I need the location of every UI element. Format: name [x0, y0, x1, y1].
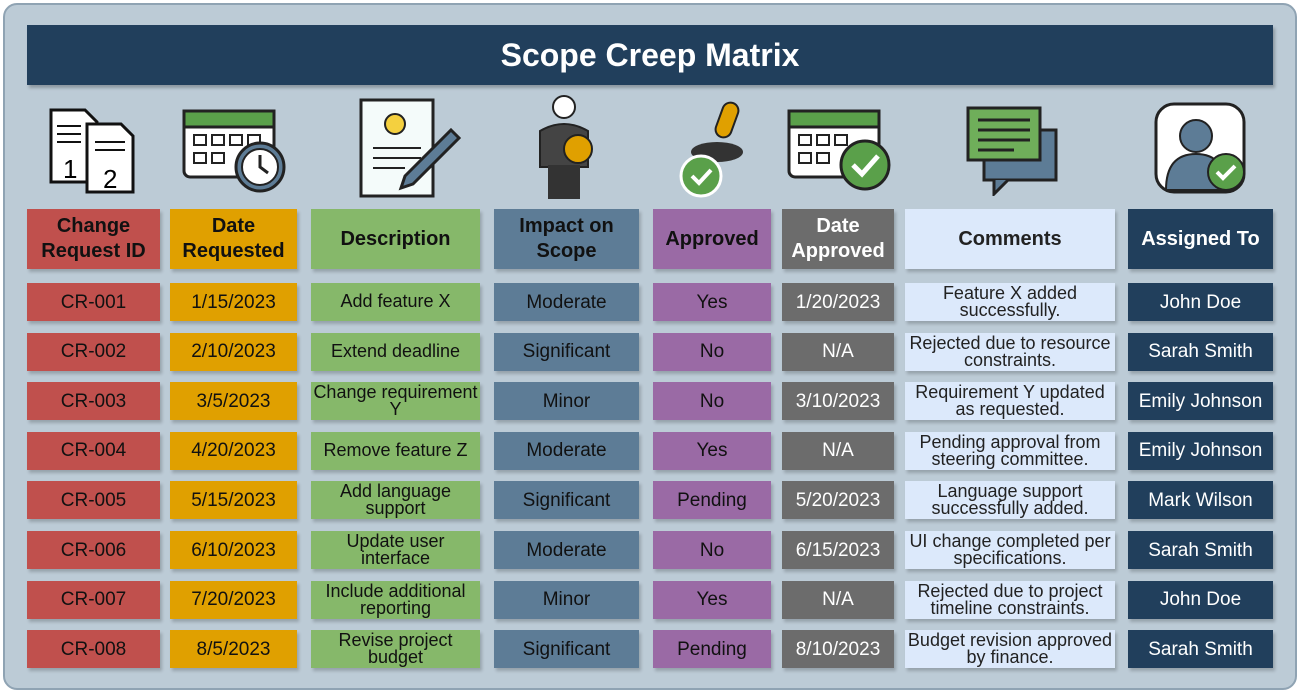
user-check-icon [1150, 95, 1250, 201]
cell-impact-on-scope: Significant [494, 481, 639, 520]
cell-date-requested: 1/15/2023 [170, 283, 297, 321]
header-change-request-id: Change Request ID [27, 209, 160, 269]
cell-date-approved: 1/20/2023 [782, 283, 894, 321]
cell-impact-on-scope: Minor [494, 382, 639, 421]
cell-impact-on-scope: Significant [494, 332, 639, 371]
cell-date-approved: 6/15/2023 [782, 531, 894, 569]
cell-description: Extend deadline [311, 332, 480, 371]
calendar-clock-icon [180, 95, 290, 201]
cell-approved: Yes [653, 431, 771, 470]
cell-description: Include additional reporting [311, 580, 480, 619]
header-description: Description [311, 209, 480, 269]
cell-change-request-id: CR-003 [27, 382, 160, 421]
cell-change-request-id: CR-005 [27, 481, 160, 520]
cell-description: Add language support [311, 481, 480, 520]
cell-assigned-to: John Doe [1128, 580, 1273, 619]
cell-date-approved: 5/20/2023 [782, 481, 894, 520]
cell-description: Remove feature Z [311, 431, 480, 470]
cell-change-request-id: CR-002 [27, 332, 160, 371]
cell-date-requested: 4/20/2023 [170, 431, 297, 470]
cell-assigned-to: Sarah Smith [1128, 630, 1273, 669]
cell-date-requested: 5/15/2023 [170, 481, 297, 520]
cell-assigned-to: Sarah Smith [1128, 332, 1273, 371]
cell-assigned-to: Sarah Smith [1128, 531, 1273, 569]
header-assigned-to: Assigned To [1128, 209, 1273, 269]
cell-approved: No [653, 332, 771, 371]
header-approved: Approved [653, 209, 771, 269]
cell-impact-on-scope: Moderate [494, 531, 639, 569]
header-date-requested: Date Requested [170, 209, 297, 269]
cell-approved: Pending [653, 630, 771, 669]
cell-change-request-id: CR-008 [27, 630, 160, 669]
cell-date-requested: 2/10/2023 [170, 332, 297, 371]
cell-description: Revise project budget [311, 630, 480, 669]
cell-date-requested: 8/5/2023 [170, 630, 297, 669]
cell-comments: Language support successfully added. [905, 481, 1115, 520]
cell-assigned-to: Mark Wilson [1128, 481, 1273, 520]
cell-date-approved: N/A [782, 580, 894, 619]
cell-date-approved: N/A [782, 431, 894, 470]
svg-text:1: 1 [63, 154, 77, 184]
cell-description: Add feature X [311, 283, 480, 321]
cell-comments: Requirement Y updated as requested. [905, 382, 1115, 421]
header-comments: Comments [905, 209, 1115, 269]
cell-date-approved: N/A [782, 332, 894, 371]
cell-assigned-to: Emily Johnson [1128, 431, 1273, 470]
approval-stamp-icon [675, 95, 755, 201]
cell-description: Update user interface [311, 531, 480, 569]
cell-approved: No [653, 531, 771, 569]
cell-comments: Pending approval from steering committee… [905, 431, 1115, 470]
cell-change-request-id: CR-006 [27, 531, 160, 569]
cell-impact-on-scope: Significant [494, 630, 639, 669]
header-impact-on-scope: Impact on Scope [494, 209, 639, 269]
cell-comments: Rejected due to project timeline constra… [905, 580, 1115, 619]
cell-change-request-id: CR-001 [27, 283, 160, 321]
cell-assigned-to: Emily Johnson [1128, 382, 1273, 421]
cell-change-request-id: CR-007 [27, 580, 160, 619]
cell-assigned-to: John Doe [1128, 283, 1273, 321]
cell-impact-on-scope: Moderate [494, 283, 639, 321]
cell-date-requested: 6/10/2023 [170, 531, 297, 569]
cell-date-approved: 8/10/2023 [782, 630, 894, 669]
cell-date-approved: 3/10/2023 [782, 382, 894, 421]
cell-comments: Feature X added successfully. [905, 283, 1115, 321]
cell-date-requested: 3/5/2023 [170, 382, 297, 421]
cell-approved: Yes [653, 283, 771, 321]
header-date-approved: Date Approved [782, 209, 894, 269]
idea-document-icon [352, 95, 464, 201]
cell-approved: No [653, 382, 771, 421]
comments-icon [962, 95, 1062, 201]
cell-comments: Budget revision approved by finance. [905, 630, 1115, 669]
cell-comments: Rejected due to resource constraints. [905, 332, 1115, 371]
cell-description: Change requirement Y [311, 382, 480, 421]
cell-approved: Yes [653, 580, 771, 619]
cell-change-request-id: CR-004 [27, 431, 160, 470]
cell-approved: Pending [653, 481, 771, 520]
page-title: Scope Creep Matrix [27, 25, 1273, 85]
cell-impact-on-scope: Minor [494, 580, 639, 619]
cell-impact-on-scope: Moderate [494, 431, 639, 470]
cell-comments: UI change completed per specifications. [905, 531, 1115, 569]
calendar-check-icon [785, 95, 895, 201]
svg-text:2: 2 [103, 164, 117, 194]
businessman-compass-icon [528, 95, 608, 201]
cell-date-requested: 7/20/2023 [170, 580, 297, 619]
